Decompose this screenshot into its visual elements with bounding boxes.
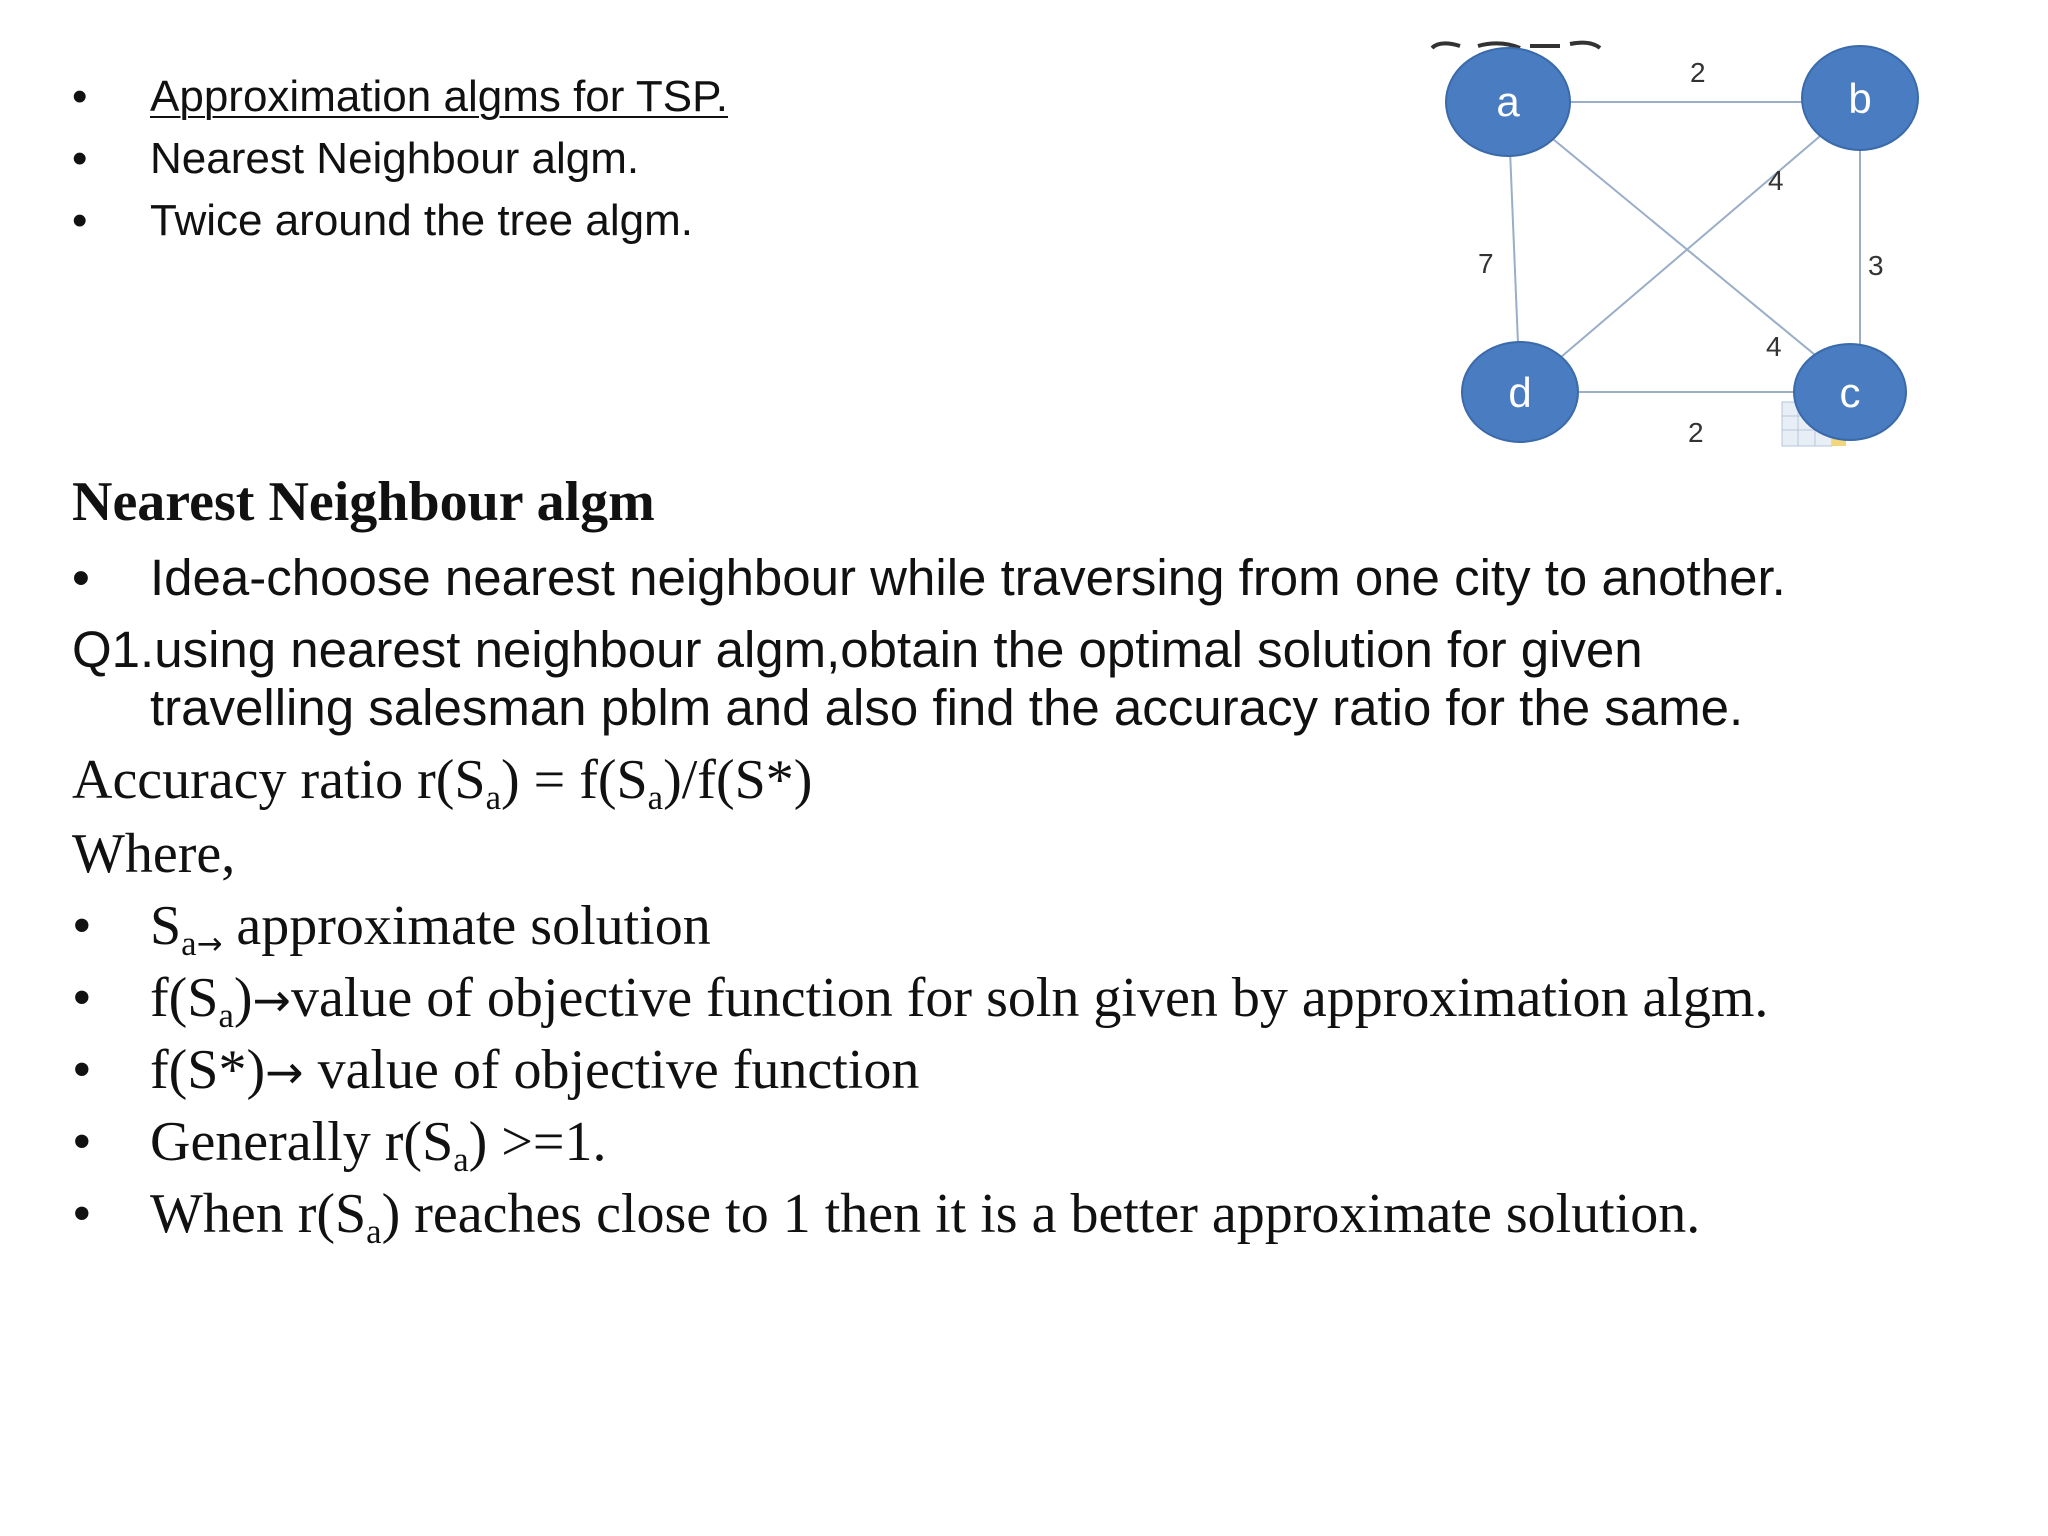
where-label: Where, xyxy=(72,823,236,885)
bullet-dot: • xyxy=(72,1039,92,1101)
bullet-dot: • xyxy=(72,1111,92,1173)
arrow-icon: → xyxy=(252,973,291,1027)
edge-label-a-c: 4 xyxy=(1766,331,1782,362)
formula-subscript: a xyxy=(485,778,501,818)
edge-label-b-d: 4 xyxy=(1768,165,1784,196)
edge-label-d-c: 2 xyxy=(1688,417,1704,448)
tsp-graph-diagram: 2 4 3 7 4 2 a b d c xyxy=(1420,40,1919,448)
definition-item: • Generally r(Sa) >=1. xyxy=(0,1110,2048,1180)
node-b: b xyxy=(1801,45,1919,151)
definition-item: • When r(Sa) reaches close to 1 then it … xyxy=(0,1182,2048,1252)
edge-label-b-c: 3 xyxy=(1868,250,1884,281)
edge-a-c xyxy=(1507,101,1861,393)
formula-subscript: a xyxy=(647,778,664,818)
cropped-title-fragment xyxy=(1430,40,1602,50)
formula-part: Accuracy ratio r(S xyxy=(72,749,486,811)
bullet-dot: • xyxy=(72,1183,92,1245)
arrow-icon: → xyxy=(196,925,223,962)
node-d: d xyxy=(1461,341,1579,443)
definition-item: • f(S*)→ value of objective function xyxy=(0,1038,2048,1108)
node-a: a xyxy=(1445,47,1571,157)
definition-text: When r(Sa) reaches close to 1 then it is… xyxy=(150,1183,1701,1252)
node-label-b: b xyxy=(1848,75,1871,122)
arrow-icon: → xyxy=(265,1045,304,1099)
node-label-c: c xyxy=(1840,369,1861,416)
definition-text: Sa→ approximate solution xyxy=(150,895,711,964)
top-bullet-text: Approximation algms for TSP. xyxy=(150,72,728,121)
edge-b-d xyxy=(1519,101,1861,393)
definition-text: f(Sa)→value of objective function for so… xyxy=(150,967,1769,1036)
accuracy-ratio-formula: Accuracy ratio r(Sa) = f(Sa)/f(S*) xyxy=(72,748,813,815)
idea-text: Idea-choose nearest neighbour while trav… xyxy=(150,549,1786,606)
bullet-dot: • xyxy=(72,967,92,1029)
definition-item: • Sa→ approximate solution xyxy=(0,894,2048,964)
bullet-dot: • xyxy=(72,134,88,183)
section-heading: Nearest Neighbour algm xyxy=(72,471,655,533)
formula-part: )/f(S*) xyxy=(663,749,813,811)
node-label-a: a xyxy=(1496,78,1520,125)
graph-crop-mask xyxy=(1420,40,1630,46)
node-label-d: d xyxy=(1508,369,1531,416)
top-bullet-text: Nearest Neighbour algm. xyxy=(150,134,640,183)
definition-item: • f(Sa)→value of objective function for … xyxy=(0,966,2048,1036)
edge-label-a-d: 7 xyxy=(1478,248,1494,279)
idea-bullet: • Idea-choose nearest neighbour while tr… xyxy=(0,548,2048,612)
bullet-dot: • xyxy=(72,72,88,121)
bullet-dot: • xyxy=(72,895,92,957)
definition-text: Generally r(Sa) >=1. xyxy=(150,1111,607,1180)
question-line-1: Q1.using nearest neighbour algm,obtain t… xyxy=(72,621,1643,678)
top-bullet-text: Twice around the tree algm. xyxy=(150,196,693,245)
definition-text: f(S*)→ value of objective function xyxy=(150,1039,920,1101)
edge-label-a-b: 2 xyxy=(1690,57,1706,88)
node-c: c xyxy=(1793,343,1907,441)
bullet-dot: • xyxy=(72,549,90,606)
formula-part: ) = f(S xyxy=(501,749,648,811)
question-line-2: travelling salesman pblm and also find t… xyxy=(150,679,1744,736)
bullet-dot: • xyxy=(72,196,88,245)
